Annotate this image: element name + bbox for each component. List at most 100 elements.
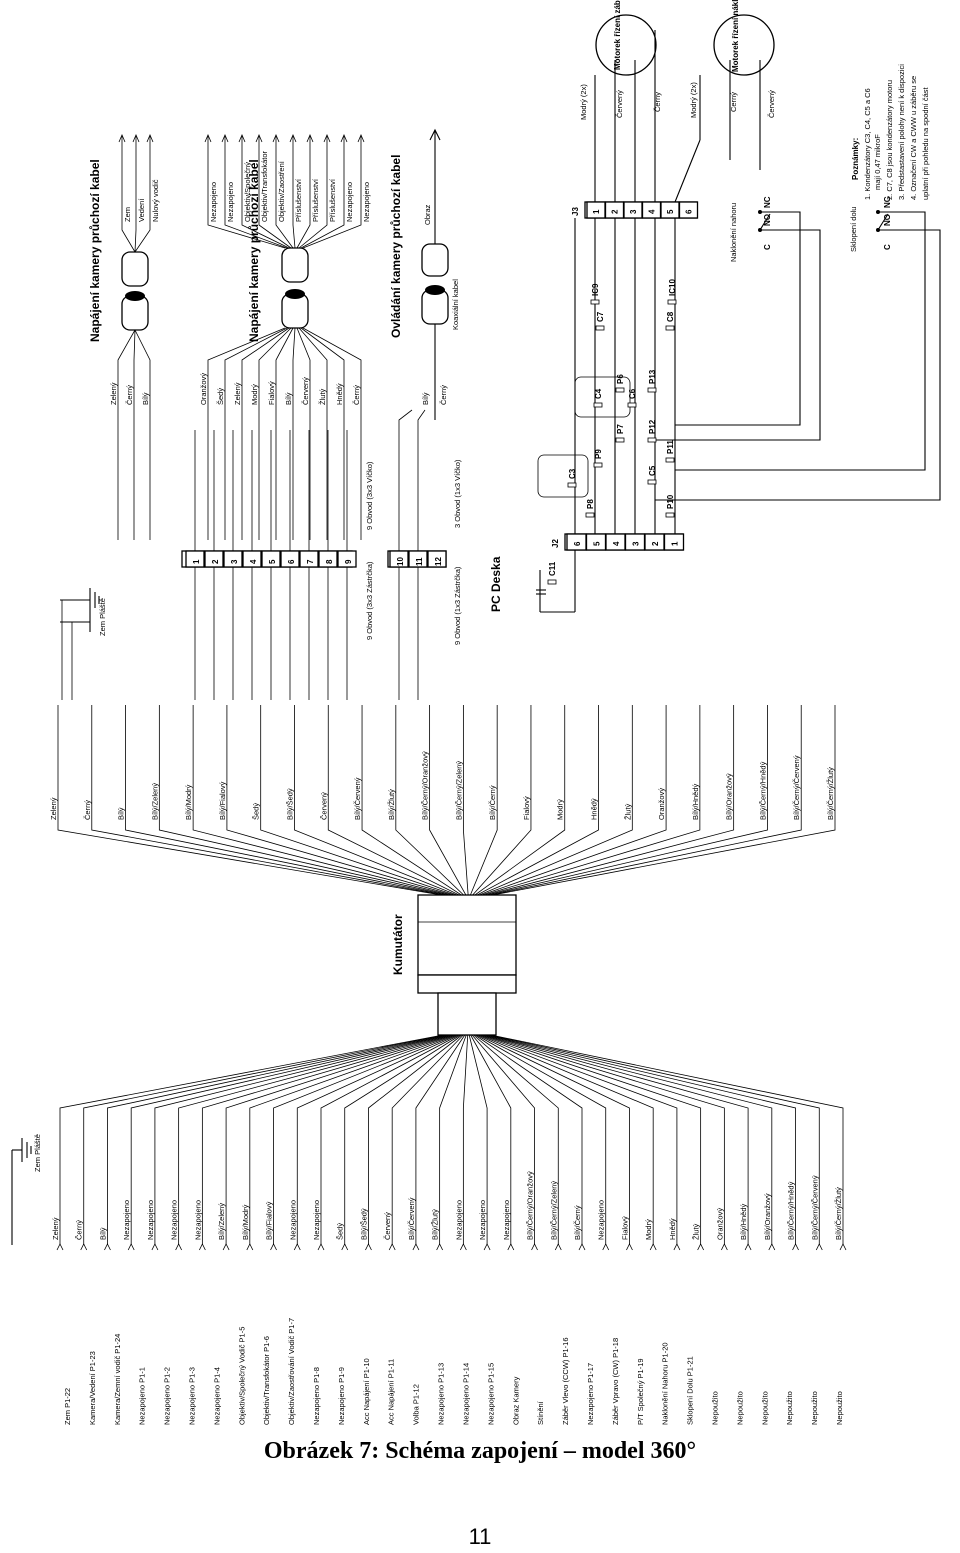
lower-pin-label: Záběr Vlevo (CCW) P1-16 — [561, 1337, 570, 1425]
motor-tilt: Motorek řízení náklonu — [713, 0, 775, 76]
power-cable-1-wire-label: Bílý — [141, 392, 150, 405]
connector-9-pin-label: 4 — [249, 559, 258, 564]
upper-wire-label: Bílý/Oranžový — [725, 773, 734, 820]
lower-wire — [391, 1034, 464, 1245]
wiring-diagram: Kumutátor Zem Pláště Zem Pláště Napájení… — [11, 0, 941, 1425]
component-label: P8 — [586, 499, 595, 509]
lower-wire — [486, 1034, 773, 1245]
component-mark — [590, 299, 600, 305]
lower-pin-label: Sklopení Dolu P1-21 — [686, 1356, 695, 1425]
note-line-5: 4. Označení CW a CWW u záběru se — [909, 76, 918, 200]
motor-pan-wire-label: Černý — [653, 92, 662, 112]
power-cable-2: Napájení kamery průchozí kabel — [247, 159, 309, 342]
power-cable-2-end-label: Příslušenství — [294, 178, 303, 222]
power-cable-2-end-wire — [302, 135, 362, 249]
lower-wire-end — [721, 1243, 728, 1251]
lower-wire-end — [460, 1243, 467, 1251]
power-cable-2-wire — [224, 327, 288, 540]
lower-wire — [368, 1034, 463, 1245]
lower-wire-end — [293, 1243, 301, 1251]
upper-wire-label: Bílý/Fialový — [218, 781, 227, 820]
lower-wire-end — [602, 1243, 610, 1251]
j3-label: J3 — [571, 207, 580, 216]
power-cable-2-wire-label: Modrý — [250, 384, 259, 405]
lower-wire-end — [507, 1243, 515, 1251]
commutator-shaft — [437, 992, 497, 1036]
j3-pin-label: 4 — [648, 209, 657, 214]
lower-pin-label: Nezapojeno P1-13 — [437, 1363, 446, 1425]
note-line-2: mají 0,47 mikroF — [873, 134, 882, 190]
power-cable-2-end-wire — [258, 135, 292, 249]
component-mark — [665, 512, 675, 518]
component-label: P10 — [666, 494, 675, 509]
lower-pin-label: P/T Společný P1-19 — [636, 1358, 645, 1425]
commutator-label: Kumutátor — [391, 914, 405, 975]
shield-ground-top-label: Zem Pláště — [98, 598, 107, 636]
lower-wire-end — [578, 1243, 586, 1251]
upper-wire — [474, 705, 566, 896]
j2-pin-label: 6 — [573, 541, 582, 546]
component-label: C7 — [596, 311, 605, 322]
power-cable-1-wire-label: Černý — [125, 385, 134, 405]
power-cable-2-wire — [275, 327, 294, 540]
lower-wire — [483, 1034, 725, 1245]
lower-wire-label: Modrý — [644, 1219, 653, 1240]
lower-wire-end — [792, 1243, 799, 1251]
lower-wire-end — [554, 1243, 562, 1251]
power-cable-1-end-arrow — [118, 133, 126, 143]
power-cable-2-end-wire — [292, 135, 296, 249]
wiring-schematic: Kumutátor Zem Pláště Zem Pláště Napájení… — [11, 0, 941, 1425]
power-cable-2-end-wire — [224, 135, 288, 249]
upper-wire-label: Bílý/Žlutý — [387, 789, 396, 820]
lower-pin-label: Nezapojeno P1-17 — [586, 1363, 595, 1425]
j2-pin-label: 1 — [671, 541, 680, 546]
power-cable-2-wire — [241, 327, 290, 540]
lower-wire — [479, 1034, 654, 1245]
lower-wire-end — [815, 1243, 823, 1251]
shield-ground-bottom: Zem Pláště — [11, 1134, 42, 1245]
j3-pin — [678, 201, 699, 219]
j3-pin-label: 2 — [611, 209, 620, 214]
j2-pin-label: 2 — [651, 541, 660, 546]
lower-pin-label: Nepoužito — [735, 1391, 744, 1425]
power-cable-2-end-wire — [241, 135, 290, 249]
lower-wire — [489, 1034, 820, 1245]
lower-wire-label: Nezapojeno — [454, 1200, 463, 1240]
motor-tilt-wire-label: Červený — [767, 90, 776, 118]
connector-9-pin-label: 6 — [287, 559, 296, 564]
upper-wire-label: Oranžový — [657, 788, 666, 820]
lower-wire — [487, 1034, 796, 1245]
power-cable-2-end-label: Nezapojeno — [209, 182, 218, 222]
lower-wire-label: Bílý/Šedý — [359, 1208, 368, 1240]
power-cable-2-end-wire — [298, 135, 328, 249]
lower-wire-end — [673, 1243, 681, 1251]
lower-wire-end — [317, 1243, 325, 1251]
j2-pin — [663, 533, 685, 551]
power-cable-2-end-label: Příslušenství — [328, 178, 337, 222]
lower-wire-end — [341, 1243, 349, 1251]
lower-pin-label: Acc Napájení P1-11 — [387, 1359, 396, 1425]
component-label: C3 — [568, 468, 577, 479]
lower-pin-label: Nezapojeno P1-9 — [337, 1367, 346, 1425]
connector-3-cap-label: 3 Obvod (1x3 Víčko) — [453, 459, 462, 528]
connector-9-cap-label: 9 Obvod (3x3 Víčko) — [365, 461, 374, 530]
connector-3-pin — [427, 550, 447, 568]
control-cable-wire-label: Černý — [439, 385, 448, 405]
j2-pin-label: 3 — [632, 541, 641, 546]
upper-wire-label: Žlutý — [623, 803, 632, 820]
power-cable-2-end-label: Nezapojeno — [226, 182, 235, 222]
component-mark — [665, 325, 675, 331]
connector-9-pin-label: 2 — [211, 559, 220, 564]
lower-wire-label: Hnědý — [668, 1218, 677, 1240]
upper-wire-label: Hnědý — [590, 798, 599, 820]
limit-down-label: Sklopení dolu — [849, 207, 858, 252]
power-cable-2-end-arrow — [255, 133, 263, 143]
j3-pin-label: 5 — [666, 209, 675, 214]
lower-wire-end — [388, 1243, 396, 1251]
j3-pin-label: 1 — [592, 209, 601, 214]
lower-wire-end — [626, 1243, 633, 1251]
upper-wire-label: Bílý/Hnědý — [691, 783, 700, 820]
power-cable-1-end-arrow — [132, 133, 140, 143]
power-cable-2-end-arrow — [204, 133, 212, 143]
power-cable-2-wire-label: Zelený — [233, 382, 242, 405]
